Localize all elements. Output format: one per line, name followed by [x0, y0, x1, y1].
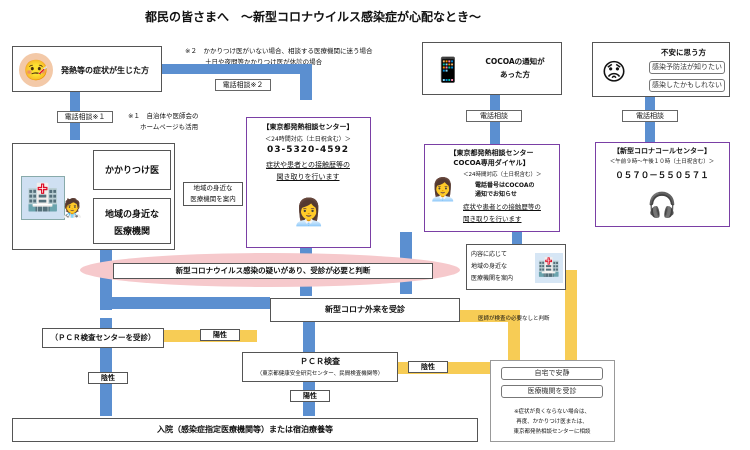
- cocoa-person-line1: COCOAの通知が: [485, 57, 545, 66]
- suspect-band: 新型コロナウイルス感染の疑いがあり、受診が必要と判断: [113, 263, 433, 279]
- clinics-box: 🏥 🧑‍⚕️ かかりつけ医 地域の身近な 医療機関: [12, 143, 175, 250]
- note1-line1: ※１ 自治体や医師会の: [128, 112, 199, 120]
- cocoa-center-box: 【東京都発熱相談センター COCOA専用ダイヤル】 👩‍💼 ＜24時間対応（土日…: [424, 144, 560, 232]
- arrow-cocoa-person-down: [490, 95, 500, 115]
- arrow-cocoa-call-down: [490, 122, 500, 144]
- cocoa-guide-line1: 内容に応じて: [471, 251, 508, 258]
- anxious-box: 😟 不安に思う方 感染予防法が知りたい 感染したかもしれない: [592, 42, 730, 97]
- guide-tag-line1: 地域の身近な: [193, 184, 233, 192]
- home-note2: 再度、かかりつけ医または、: [516, 419, 588, 425]
- pcr-test-box: ＰＣＲ検査 （東京都健康安全研究センター、民間検査機関等）: [242, 352, 398, 382]
- call-center-box: 【新型コロナコールセンター】 ＜午前９時～午後１０時（土日祝含む）＞ ０５７０－…: [595, 142, 730, 227]
- local-clinic-box: 地域の身近な 医療機関: [93, 198, 171, 244]
- cocoa-guide-box: 内容に応じて 地域の身近な 医療機関を案内 🏥: [466, 244, 566, 290]
- cocoa-hospital-icon: 🏥: [535, 253, 563, 283]
- hospital-box: 入院（感染症指定医療機関等）または宿泊療養等: [12, 418, 478, 442]
- pcr-center-box: （ＰＣＲ検査センターを受診）: [42, 328, 164, 348]
- cocoa-call-tag: 電話相談: [466, 110, 522, 122]
- center-line2: 聞き取りを行います: [276, 173, 340, 181]
- center-phone: 03-5320-4592: [266, 145, 350, 155]
- fever-center-box: 【東京都発熱相談センター】 ＜24時間対応（土日祝含む）＞ 03-5320-45…: [246, 117, 371, 248]
- pcr-test-title: ＰＣＲ検査: [300, 357, 340, 366]
- hospital-building-icon: 🏥: [21, 176, 65, 220]
- home-note1: ※症状が良くならない場合は、: [513, 409, 591, 415]
- worried-person-icon: 😟: [601, 58, 627, 86]
- primary-doctor-box: かかりつけ医: [93, 150, 171, 190]
- operator-icon: 👩‍💼: [292, 198, 326, 228]
- cocoa-center-name1: 【東京都発熱相談センター: [449, 149, 534, 157]
- arrow-to-pcr-center: [100, 318, 112, 328]
- note2-line1: ※２ かかりつけ医がいない場合、相談する医療機関に迷う場合: [185, 47, 373, 55]
- center-line1: 症状や患者との接触歴等の: [266, 161, 350, 169]
- negative-tag-2: 陰性: [408, 361, 448, 373]
- anxious-call-tag: 電話相談: [622, 110, 678, 122]
- center-name: 【東京都発熱相談センター】: [262, 123, 354, 131]
- pcr-test-sub: （東京都健康安全研究センター、民間検査機関等）: [256, 371, 384, 377]
- note1-line2: ホームページも活用: [140, 123, 199, 131]
- cocoa-operator-icon: 👩‍💼: [429, 178, 457, 203]
- arrow-band-to-outpatient: [100, 297, 270, 309]
- anxious-item1: 感染予防法が知りたい: [649, 61, 725, 74]
- cocoa-person-box: 📱 COCOAの通知が あった方: [422, 42, 562, 95]
- home-opt2: 医療機関を受診: [501, 385, 603, 398]
- arrow-yellow-home-down: [508, 310, 520, 360]
- positive-tag-2: 陽性: [290, 390, 330, 402]
- arrow-cocoa-guide: [512, 230, 522, 244]
- guide-tag-line2: 医療機関を案内: [190, 195, 236, 203]
- guide-tag: 地域の身近な 医療機関を案内: [183, 182, 243, 206]
- call1-tag: 電話相談※１: [57, 111, 113, 123]
- center-hours: ＜24時間対応（土日祝含む）＞: [265, 136, 351, 143]
- doctor-judge-label: 医師が検査の必要なしと判断: [478, 316, 550, 322]
- call-operator-icon: 🎧: [647, 191, 677, 219]
- anxious-item2: 感染したかもしれない: [649, 79, 725, 92]
- home-note3: 東京都発熱相談センターに相談: [513, 429, 591, 435]
- doctor-icon: 🧑‍⚕️: [61, 198, 84, 219]
- arrow-fever-to-center-h: [150, 64, 312, 74]
- cocoa-guide-line2: 地域の身近な: [471, 263, 508, 270]
- negative-tag-1: 陰性: [88, 372, 128, 384]
- anxious-title: 不安に思う方: [661, 48, 706, 57]
- phone-person-icon: 📱: [433, 56, 463, 84]
- note2-line2: 土日や夜間等かかりつけ医が休診の場合: [205, 58, 323, 66]
- cocoa-center-line2: 聞き取りを行います: [463, 215, 522, 223]
- arrow-fever-to-center-v: [300, 64, 312, 100]
- cocoa-person-line2: あった方: [500, 70, 530, 79]
- local-clinic-line2: 医療機関: [113, 227, 150, 237]
- home-box: 自宅で安静 医療機関を受診 ※症状が良くならない場合は、 再度、かかりつけ医また…: [490, 360, 615, 442]
- call-center-hours: ＜午前９時～午後１０時（土日祝含む）＞: [609, 159, 715, 165]
- call-center-name: 【新型コロナコールセンター】: [613, 147, 711, 155]
- local-clinic-line1: 地域の身近な: [104, 210, 159, 220]
- sick-person-icon: 🤒: [19, 53, 53, 87]
- outpatient-box: 新型コロナ外来を受診: [270, 298, 460, 322]
- cocoa-center-name2: COCOA専用ダイヤル】: [453, 159, 530, 167]
- cocoa-center-line1: 症状や患者との接触歴等の: [463, 203, 541, 211]
- page-title: 都民の皆さまへ ～新型コロナウイルス感染症が心配なとき～: [145, 10, 482, 24]
- cocoa-guide-line3: 医療機関を案内: [471, 275, 514, 282]
- cocoa-center-hours: ＜24時間対応（土日祝含む）＞: [463, 172, 542, 178]
- cocoa-center-info2: 通知でお知らせ: [475, 191, 517, 198]
- arrow-outpatient-to-pcr: [303, 322, 315, 352]
- fever-person-box: 🤒 発熱等の症状が生じた方: [12, 46, 162, 92]
- call-center-phone: ０５７０－５５０５７１: [615, 171, 709, 181]
- arrow-yellow-band-to-home: [565, 270, 577, 360]
- home-opt1: 自宅で安静: [501, 367, 603, 380]
- cocoa-center-info1: 電話番号はCOCOAの: [475, 182, 535, 189]
- call2-tag: 電話相談※２: [215, 79, 271, 91]
- positive-tag-1: 陽性: [200, 329, 240, 341]
- fever-label: 発熱等の症状が生じた方: [61, 66, 149, 75]
